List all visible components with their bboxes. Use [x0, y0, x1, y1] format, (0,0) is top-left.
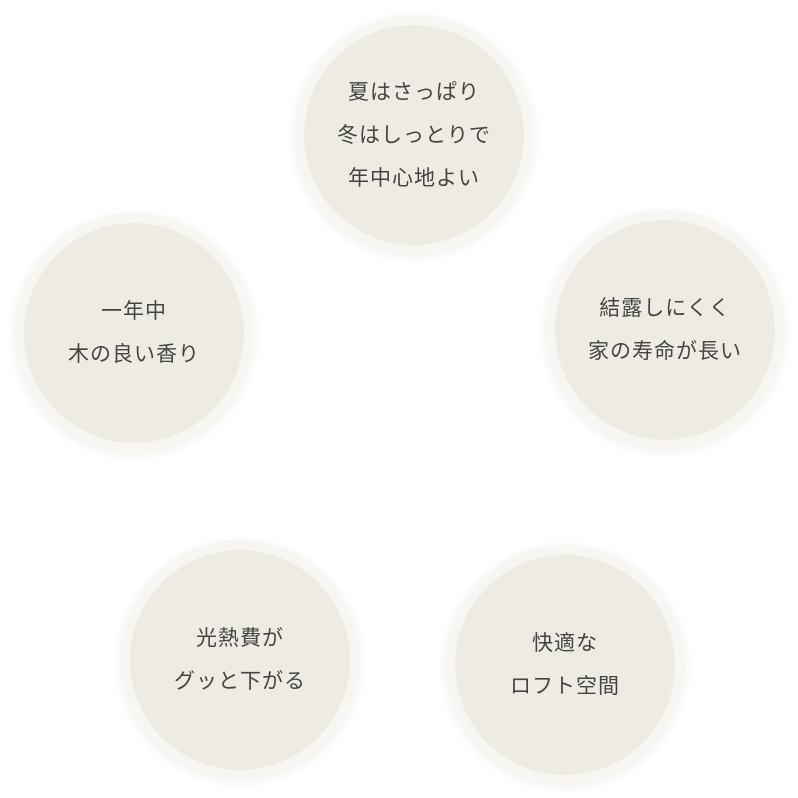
feature-energy-cost: 光熱費が グッと下がる: [120, 540, 360, 780]
feature-text: グッと下がる: [174, 669, 306, 693]
feature-comfort: 夏はさっぱり 冬はしっとりで 年中心地よい: [294, 15, 534, 255]
feature-wood-scent: 一年中 木の良い香り: [14, 213, 254, 453]
feature-circle: 結露しにくく 家の寿命が長い: [555, 220, 775, 440]
feature-circle: 光熱費が グッと下がる: [130, 550, 350, 770]
feature-loft: 快適な ロフト空間: [445, 545, 685, 785]
feature-text: 年中心地よい: [348, 165, 480, 190]
feature-circle: 夏はさっぱり 冬はしっとりで 年中心地よい: [304, 25, 524, 245]
feature-text: 家の寿命が長い: [588, 339, 742, 363]
feature-text: 結露しにくく: [599, 296, 731, 320]
feature-text: 光熱費が: [196, 626, 284, 650]
feature-text: 木の良い香り: [68, 342, 200, 366]
feature-text: 夏はさっぱり: [348, 79, 480, 104]
feature-text: 一年中: [101, 299, 167, 323]
feature-text: 快適な: [532, 631, 598, 655]
feature-text: 冬はしっとりで: [337, 122, 491, 147]
feature-circle: 快適な ロフト空間: [455, 555, 675, 775]
feature-circle: 一年中 木の良い香り: [24, 223, 244, 443]
feature-condensation: 結露しにくく 家の寿命が長い: [545, 210, 785, 450]
feature-text: ロフト空間: [510, 674, 620, 698]
